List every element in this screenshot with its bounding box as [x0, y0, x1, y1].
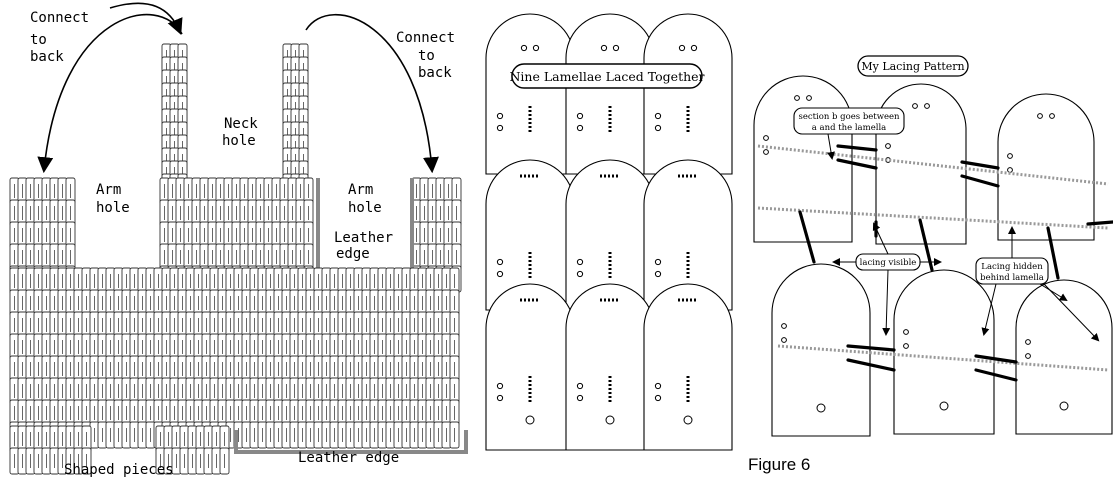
connect-right-line2: to [418, 48, 435, 64]
figure-caption: Figure 6 [748, 455, 810, 475]
nine-lamellae-panel: Nine Lamellae Laced Together [478, 0, 740, 482]
lacing-lamella [772, 264, 870, 436]
lacing-lamella [998, 94, 1094, 240]
lamella [644, 284, 732, 450]
connect-left-line2: to [30, 32, 47, 48]
connect-right-line1: Connect [396, 30, 455, 46]
neck-hole-line1: Neck [224, 116, 258, 132]
lacing-pattern-panel: My Lacing Pattern section b goes between… [748, 0, 1113, 482]
lamella [566, 284, 654, 450]
leather-edge-bottom-label: Leather edge [298, 450, 399, 466]
nine-title: Nine Lamellae Laced Together [509, 69, 704, 84]
connect-right-line3: back [418, 65, 452, 81]
lamella [486, 14, 574, 174]
arm-hole-left-line1: Arm [96, 182, 121, 198]
connect-arrow-left [44, 15, 182, 170]
connect-left-line3: back [30, 49, 64, 65]
neck-hole-line2: hole [222, 133, 256, 149]
connect-arrow-left-start [110, 3, 180, 32]
pointer-visible-down [886, 270, 888, 334]
leather-edge-inner-line1: Leather [334, 230, 393, 246]
shaped-pieces-label: Shaped pieces [64, 462, 174, 478]
visible-lace-stroke [962, 176, 998, 186]
lamella [486, 284, 574, 450]
visible-lace-stroke [962, 162, 998, 168]
callout-lacing-hidden-line2: behind lamella [980, 273, 1044, 283]
lamella [644, 14, 732, 174]
arm-hole-left-line2: hole [96, 200, 130, 216]
arm-hole-right-line1: Arm [348, 182, 373, 198]
callout-lacing-visible: lacing visible [860, 258, 917, 268]
callout-section-b-line1: section b goes between [798, 112, 900, 122]
armor-layout-diagram: Connect to back Connect to back Neck hol… [0, 0, 470, 482]
visible-lace-stroke [1088, 222, 1113, 224]
nine-lamellae-diagram: Nine Lamellae Laced Together [478, 0, 740, 482]
lacing-pattern-diagram: My Lacing Pattern section b goes between… [748, 0, 1113, 455]
armor-body [10, 44, 466, 474]
lacing-title: My Lacing Pattern [861, 60, 964, 73]
connect-left-line1: Connect [30, 10, 89, 26]
lamella [566, 14, 654, 174]
armor-layout-panel: Connect to back Connect to back Neck hol… [0, 0, 470, 482]
leather-edge-inner-line2: edge [336, 246, 370, 262]
lacing-lamella [894, 270, 994, 434]
callout-section-b-line2: a and the lamella [812, 123, 886, 133]
arm-hole-right-line2: hole [348, 200, 382, 216]
callout-lacing-hidden-line1: Lacing hidden [981, 262, 1043, 272]
